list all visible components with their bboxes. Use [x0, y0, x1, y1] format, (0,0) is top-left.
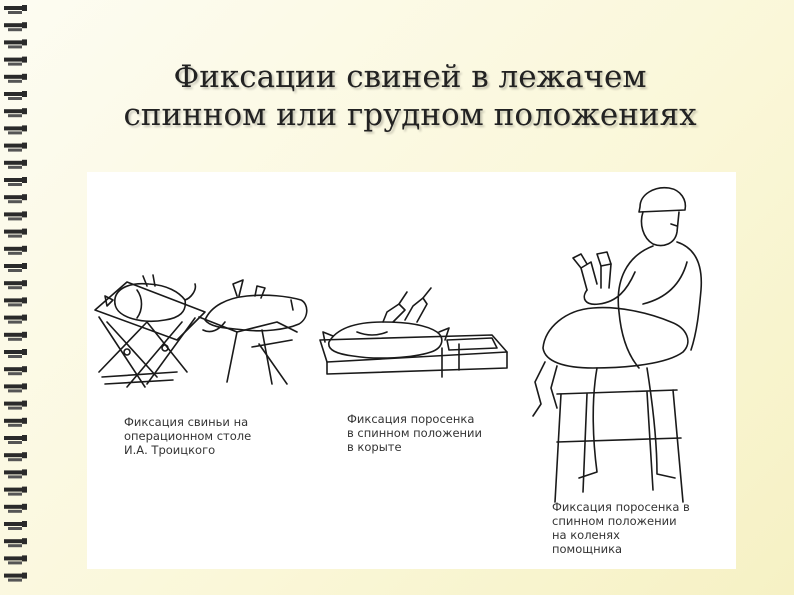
- caption-line: операционном столе: [124, 429, 252, 443]
- caption-line: на коленях: [552, 528, 620, 542]
- spiral-ring-icon: [4, 125, 27, 135]
- spiral-ring-icon: [4, 263, 27, 272]
- spiral-ring-icon: [4, 417, 27, 427]
- caption-line: в спинном положении: [347, 426, 482, 440]
- spiral-ring-icon: [4, 108, 27, 118]
- caption-line: Фиксация поросенка: [347, 412, 475, 426]
- spiral-ring-icon: [4, 39, 27, 49]
- spiral-ring-icon: [4, 469, 27, 479]
- spiral-ring-icon: [4, 503, 27, 513]
- assistant-holding-piglet-on-knees-illustration: [532, 186, 703, 503]
- spiral-ring-icon: [4, 331, 27, 341]
- spiral-ring-icon: [4, 245, 27, 255]
- spiral-ring-icon: [4, 486, 27, 496]
- spiral-ring-icon: [4, 159, 27, 169]
- spiral-ring-icon: [4, 383, 27, 393]
- spiral-ring-icon: [4, 521, 27, 530]
- caption-on-knees: Фиксация поросенка в спинном положении н…: [552, 500, 702, 556]
- spiral-ring-icon: [4, 56, 27, 66]
- caption-line: Фиксация поросенка в: [552, 500, 690, 514]
- spiral-ring-icon: [4, 314, 27, 324]
- spiral-ring-icon: [4, 452, 27, 462]
- spiral-ring-icon: [4, 228, 27, 238]
- spiral-ring-icon: [4, 538, 27, 548]
- caption-line: Фиксация свиньи на: [124, 415, 249, 429]
- spiral-ring-icon: [4, 73, 27, 83]
- spiral-ring-icon: [4, 400, 27, 410]
- spiral-ring-icon: [4, 349, 27, 358]
- spiral-ring-icon: [4, 297, 27, 307]
- spiral-ring-icon: [4, 91, 27, 100]
- spiral-ring-icon: [4, 177, 27, 186]
- caption-line: помощника: [552, 542, 623, 556]
- spiral-ring-icon: [4, 194, 27, 204]
- spiral-ring-icon: [4, 435, 27, 444]
- caption-trough: Фиксация поросенка в спинном положении в…: [347, 412, 497, 454]
- spiral-ring-icon: [4, 555, 27, 565]
- notebook-spiral-binding-icon: [4, 5, 27, 582]
- spiral-ring-icon: [4, 5, 27, 14]
- pig-on-troitsky-table-illustration: [94, 274, 308, 388]
- caption-troitsky-table: Фиксация свиньи на операционном столе И.…: [124, 415, 279, 457]
- spiral-ring-icon: [4, 280, 27, 290]
- spiral-ring-icon: [4, 366, 27, 376]
- slide-title-line-1: Фиксации свиней в лежачем: [173, 59, 647, 95]
- spiral-ring-icon: [4, 211, 27, 221]
- slide-title-line-2: спинном или грудном положениях: [123, 97, 697, 133]
- caption-line: в корыте: [347, 440, 402, 454]
- caption-line: спинном положении: [552, 514, 677, 528]
- spiral-ring-icon: [4, 22, 27, 32]
- slide-title: Фиксации свиней в лежачем спинном или гр…: [60, 58, 760, 134]
- spiral-ring-icon: [4, 572, 27, 582]
- spiral-ring-icon: [4, 142, 27, 152]
- caption-line: И.А. Троицкого: [124, 443, 216, 457]
- piglet-in-trough-illustration: [319, 287, 508, 378]
- illustration-panel: Фиксация свиньи на операционном столе И.…: [87, 172, 736, 569]
